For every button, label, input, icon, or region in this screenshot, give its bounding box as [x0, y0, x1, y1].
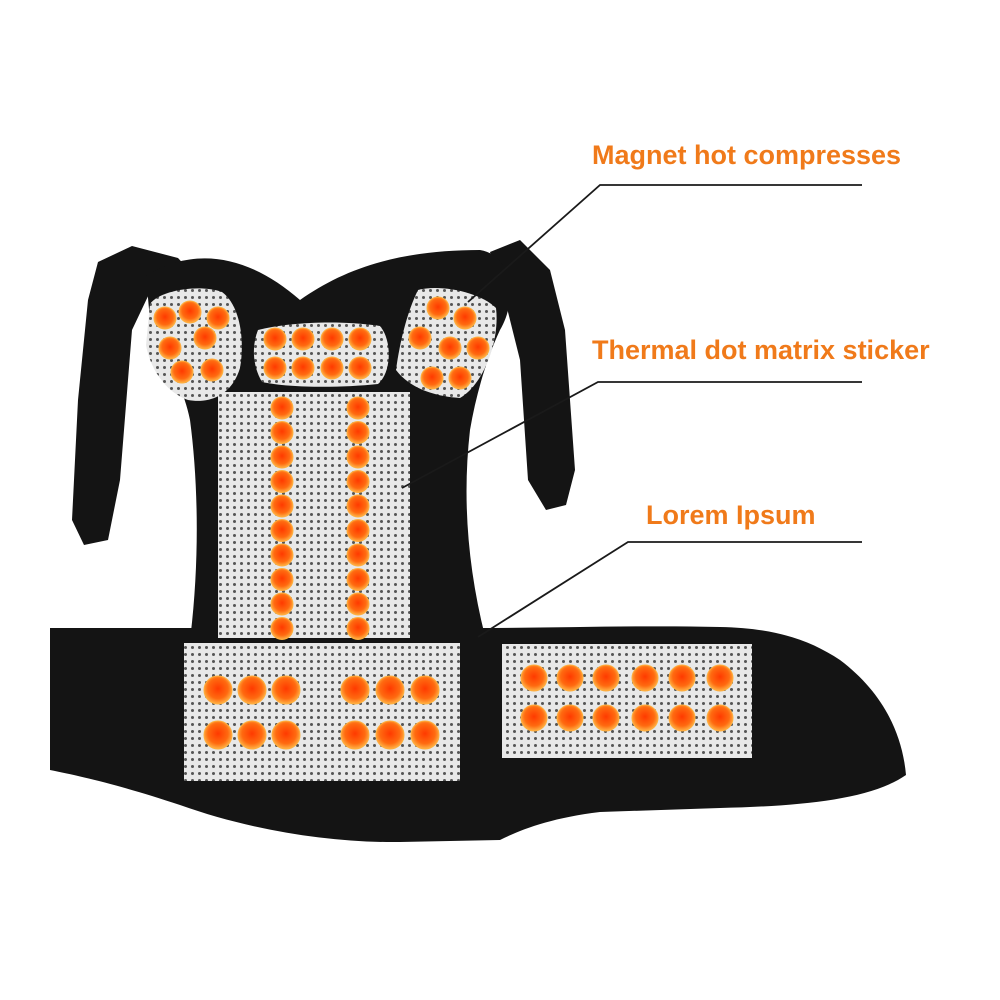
magnet-dot-icon [178, 300, 202, 324]
thermal-pad-spine [218, 392, 410, 638]
magnet-dot-icon [520, 664, 548, 692]
magnet-dot-icon [346, 543, 370, 567]
magnet-dot-icon [438, 336, 462, 360]
magnet-dot-icon [320, 356, 344, 380]
magnet-dot-icon [631, 664, 659, 692]
callout-leaders [401, 184, 862, 638]
magnet-dot-icon [631, 704, 659, 732]
magnet-dot-icon [263, 327, 287, 351]
magnet-dot-icon [270, 494, 294, 518]
magnet-dot-icon [203, 720, 233, 750]
magnet-dot-icon [200, 358, 224, 382]
callout-lorem-ipsum: Lorem Ipsum [646, 500, 816, 530]
magnet-dot-icon [193, 326, 217, 350]
magnet-dot-icon [706, 664, 734, 692]
magnet-dot-icon [270, 445, 294, 469]
magnet-dot-icon [291, 327, 315, 351]
magnet-dot-icon [270, 568, 294, 591]
magnet-dot-icon [271, 675, 301, 705]
magnet-dot-icon [346, 421, 370, 444]
magnet-dot-icon [408, 326, 432, 350]
magnet-dot-icon [348, 356, 372, 380]
magnet-dot-icon [346, 519, 370, 542]
magnet-dot-icon [271, 720, 301, 750]
magnet-dot-icon [153, 306, 177, 330]
leader-lorem [477, 541, 862, 638]
magnet-dot-icon [346, 592, 370, 616]
magnet-dot-icon [348, 327, 372, 351]
magnet-dot-icon [237, 720, 267, 750]
magnet-dots [153, 296, 734, 750]
magnet-dot-icon [346, 494, 370, 518]
thermal-pad-lumbar-right [502, 644, 752, 758]
magnet-dot-icon [270, 592, 294, 616]
magnet-dot-icon [448, 366, 472, 390]
magnet-dot-icon [270, 543, 294, 567]
magnet-dot-icon [203, 675, 233, 705]
magnet-dot-icon [270, 421, 294, 444]
magnet-dot-icon [466, 336, 490, 360]
magnet-dot-icon [270, 617, 294, 640]
magnet-dot-icon [420, 366, 444, 390]
magnet-dot-icon [668, 664, 696, 692]
leader-thermal [401, 381, 862, 489]
magnet-dot-icon [346, 396, 370, 420]
magnet-dot-icon [410, 720, 440, 750]
magnet-dot-icon [410, 675, 440, 705]
magnet-dot-icon [340, 720, 370, 750]
callout-magnet-hot-compresses: Magnet hot compresses [592, 140, 902, 170]
thermal-pads [146, 288, 752, 781]
magnet-dot-icon [556, 704, 584, 732]
thermal-pad-lumbar-left [184, 643, 460, 781]
magnet-dot-icon [375, 675, 405, 705]
magnet-dot-icon [340, 675, 370, 705]
magnet-dot-icon [346, 617, 370, 640]
magnet-dot-icon [263, 356, 287, 380]
magnet-dot-icon [706, 704, 734, 732]
magnet-dot-icon [453, 306, 477, 330]
magnet-dot-icon [270, 470, 294, 493]
magnet-dot-icon [520, 704, 548, 732]
magnet-dot-icon [270, 396, 294, 420]
magnet-dot-icon [237, 675, 267, 705]
magnet-dot-icon [426, 296, 450, 320]
magnet-dot-icon [170, 360, 194, 384]
magnet-dot-icon [556, 664, 584, 692]
leader-magnet [467, 184, 862, 303]
magnet-dot-icon [320, 327, 344, 351]
callout-thermal-dot-matrix-sticker: Thermal dot matrix sticker [592, 335, 930, 365]
magnet-dot-icon [346, 445, 370, 469]
magnet-dot-icon [346, 568, 370, 591]
magnet-dot-icon [346, 470, 370, 493]
magnet-dot-icon [158, 336, 182, 360]
magnet-dot-icon [270, 519, 294, 542]
magnet-dot-icon [668, 704, 696, 732]
magnet-dot-icon [592, 664, 620, 692]
magnet-dot-icon [592, 704, 620, 732]
magnet-dot-icon [206, 306, 230, 330]
magnet-dot-icon [375, 720, 405, 750]
magnet-dot-icon [291, 356, 315, 380]
